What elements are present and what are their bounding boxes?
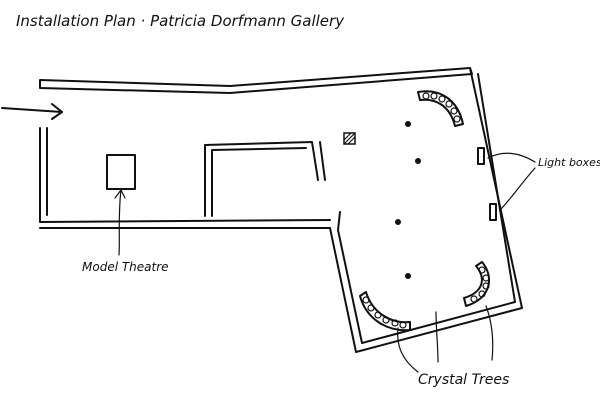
crystal-trees-bottom-right xyxy=(463,261,490,307)
crystal-trees-label: Crystal Trees xyxy=(418,372,509,388)
crystal-trees-pointer xyxy=(397,327,419,373)
spot-markers xyxy=(395,121,421,279)
gallery-walls xyxy=(39,67,523,353)
model-theatre-arrowhead-icon xyxy=(114,188,126,199)
light-boxes-label: Light boxes xyxy=(538,156,600,169)
hatched-object xyxy=(343,132,356,145)
light-box xyxy=(489,203,497,221)
light-box-pointer xyxy=(499,167,536,211)
light-box xyxy=(477,147,485,165)
model-theatre-box xyxy=(106,154,136,190)
model-theatre-label: Model Theatre xyxy=(82,260,169,274)
entrance-arrow-icon xyxy=(1,103,63,120)
plan-title: Installation Plan · Patricia Dorfmann Ga… xyxy=(16,12,345,30)
model-theatre-pointer xyxy=(118,189,122,256)
light-box-pointer xyxy=(487,152,536,163)
crystal-trees-pointer xyxy=(485,305,494,361)
crystal-trees-top xyxy=(417,90,464,127)
crystal-trees-bottom-left xyxy=(359,291,411,332)
crystal-trees-pointer xyxy=(435,311,439,363)
